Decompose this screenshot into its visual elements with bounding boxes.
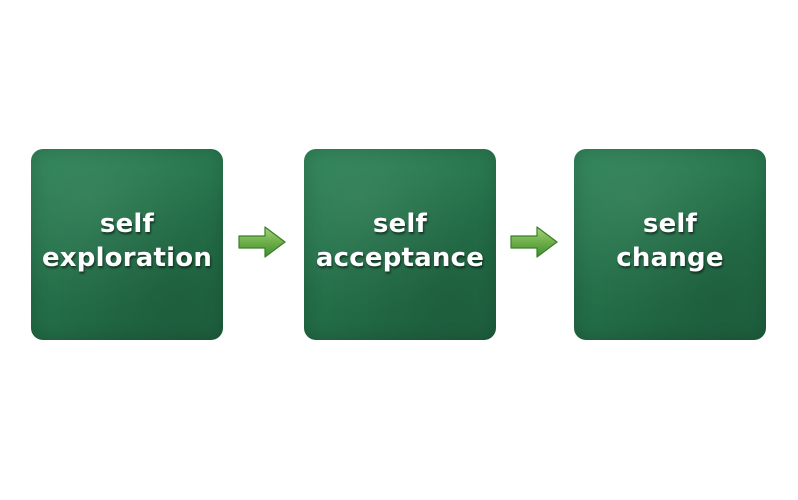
step-label-line2: acceptance xyxy=(315,242,485,273)
right-arrow-icon xyxy=(238,226,286,258)
step-box-self-change: self change xyxy=(574,149,766,340)
step-label: self exploration xyxy=(42,207,212,275)
step-label-line1: self xyxy=(372,208,428,239)
step-label-line1: self xyxy=(642,208,698,239)
step-label-line1: self xyxy=(99,208,155,239)
step-label-line2: exploration xyxy=(41,242,213,273)
step-box-self-exploration: self exploration xyxy=(31,149,223,340)
step-label-line2: change xyxy=(616,242,724,273)
right-arrow-icon xyxy=(510,226,558,258)
step-box-self-acceptance: self acceptance xyxy=(304,149,496,340)
step-label: self acceptance xyxy=(316,207,484,275)
step-label: self change xyxy=(616,207,723,275)
